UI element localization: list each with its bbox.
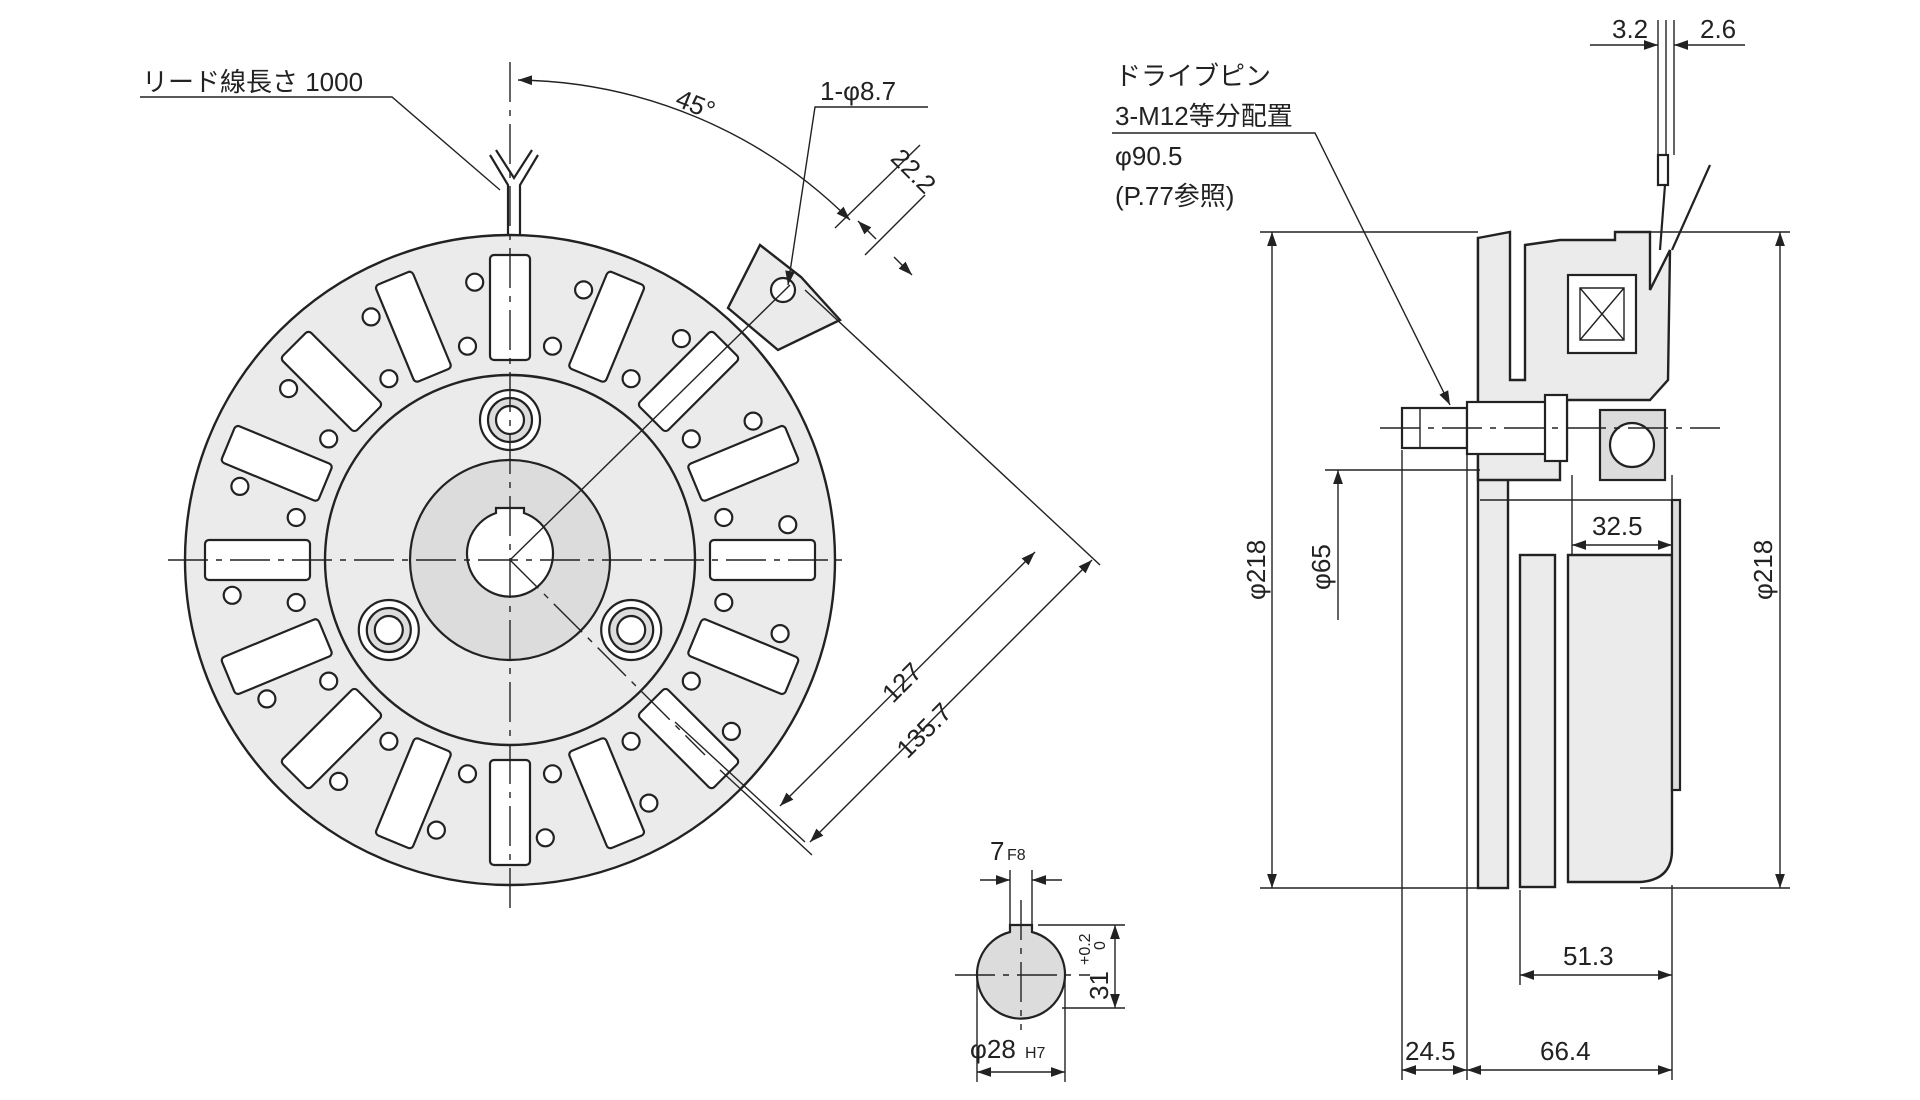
vent-hole: [621, 369, 641, 389]
radial-slot: [568, 737, 646, 850]
dia-218-left-label: φ218: [1241, 540, 1271, 600]
hub-bolt: [357, 598, 420, 662]
bore-with-keyway: [465, 506, 555, 598]
dia-218-right-label: φ218: [1748, 540, 1778, 600]
vent-hole: [286, 507, 306, 528]
vent-hole: [361, 307, 381, 327]
keyway-view: 7 F8 31 +0.2 0 φ28 H7: [955, 836, 1125, 1082]
vent-hole: [778, 515, 798, 535]
dim-32-5-label: 32.5: [1592, 511, 1643, 541]
vent-hole: [319, 429, 339, 449]
vent-hole: [279, 379, 299, 399]
main-body: [1566, 553, 1674, 884]
vent-hole: [542, 336, 563, 356]
vent-hole: [457, 336, 478, 356]
hub-bolt: [600, 598, 663, 662]
bearing: [1608, 421, 1656, 469]
radial-slots: [203, 253, 817, 867]
vent-hole: [319, 671, 339, 691]
drive-pin-title: ドライブピン: [1115, 61, 1271, 91]
front-view: 45° リード線長さ 1000 1-φ8.7 22.2 127 135.7: [140, 62, 1101, 915]
radial-slot: [637, 330, 740, 433]
radial-slot: [374, 737, 452, 850]
vent-hole: [465, 272, 485, 292]
side-view: ドライブピン 3-M12等分配置 φ90.5 (P.77参照) 3.2 2.6 …: [1112, 14, 1790, 1080]
vent-hole: [770, 623, 790, 644]
dim-2-6-label: 2.6: [1700, 14, 1736, 44]
radial-slot: [280, 687, 383, 790]
drive-pin-ref: (P.77参照): [1115, 181, 1234, 211]
dim-127-label: 127: [876, 656, 928, 708]
dim-135-7-label: 135.7: [890, 697, 957, 764]
vent-hole: [222, 585, 242, 605]
dim-51-3-label: 51.3: [1563, 941, 1614, 971]
vent-hole: [671, 329, 692, 349]
hole-label: 1-φ8.7: [820, 76, 896, 106]
radial-slot: [374, 270, 452, 383]
vent-hole: [457, 764, 478, 784]
vent-hole: [535, 828, 555, 848]
vent-hole: [639, 793, 659, 813]
key-width-tol-label: F8: [1007, 847, 1026, 864]
vent-hole: [573, 280, 594, 300]
armature-plate: [1518, 553, 1557, 889]
radial-slot: [220, 424, 333, 502]
key-depth-label: 31: [1084, 971, 1114, 1000]
vent-hole: [714, 507, 734, 528]
vent-hole: [329, 771, 349, 792]
bore-tol-label: H7: [1025, 1045, 1046, 1062]
vent-holes: [222, 272, 798, 848]
vent-hole: [379, 731, 399, 751]
key-width-label: 7: [990, 836, 1004, 866]
drive-pin-spec: 3-M12等分配置: [1115, 101, 1293, 131]
offset-22-2-label: 22.2: [885, 142, 942, 199]
vent-hole: [681, 429, 701, 449]
vent-hole: [542, 764, 563, 784]
vent-hole: [426, 820, 446, 840]
radial-slot: [568, 270, 646, 383]
angle-45-label: 45°: [672, 83, 720, 126]
vent-hole: [714, 592, 734, 613]
vent-hole: [286, 592, 306, 613]
drive-pin-pcd: φ90.5: [1115, 141, 1182, 171]
vent-hole: [621, 731, 641, 751]
vent-hole: [257, 689, 277, 709]
vent-hole: [743, 411, 763, 431]
vent-hole: [681, 671, 701, 691]
key-depth-tol-lower: 0: [1092, 941, 1109, 950]
radial-slot: [220, 618, 333, 696]
radial-slot: [687, 424, 800, 502]
dim-24-5-label: 24.5: [1405, 1036, 1456, 1066]
bore-dia-label: φ28: [970, 1034, 1016, 1064]
dim-3-2-label: 3.2: [1612, 14, 1648, 44]
dim-66-4-label: 66.4: [1540, 1036, 1591, 1066]
lead-wires: [489, 149, 539, 238]
vent-hole: [721, 721, 742, 742]
vent-hole: [379, 369, 399, 389]
dia-65-label: φ65: [1306, 544, 1336, 590]
lead-wire-label: リード線長さ 1000: [142, 67, 363, 97]
key-depth-tol-upper: +0.2: [1077, 933, 1094, 965]
radial-slot: [280, 330, 383, 433]
vent-hole: [230, 476, 250, 496]
